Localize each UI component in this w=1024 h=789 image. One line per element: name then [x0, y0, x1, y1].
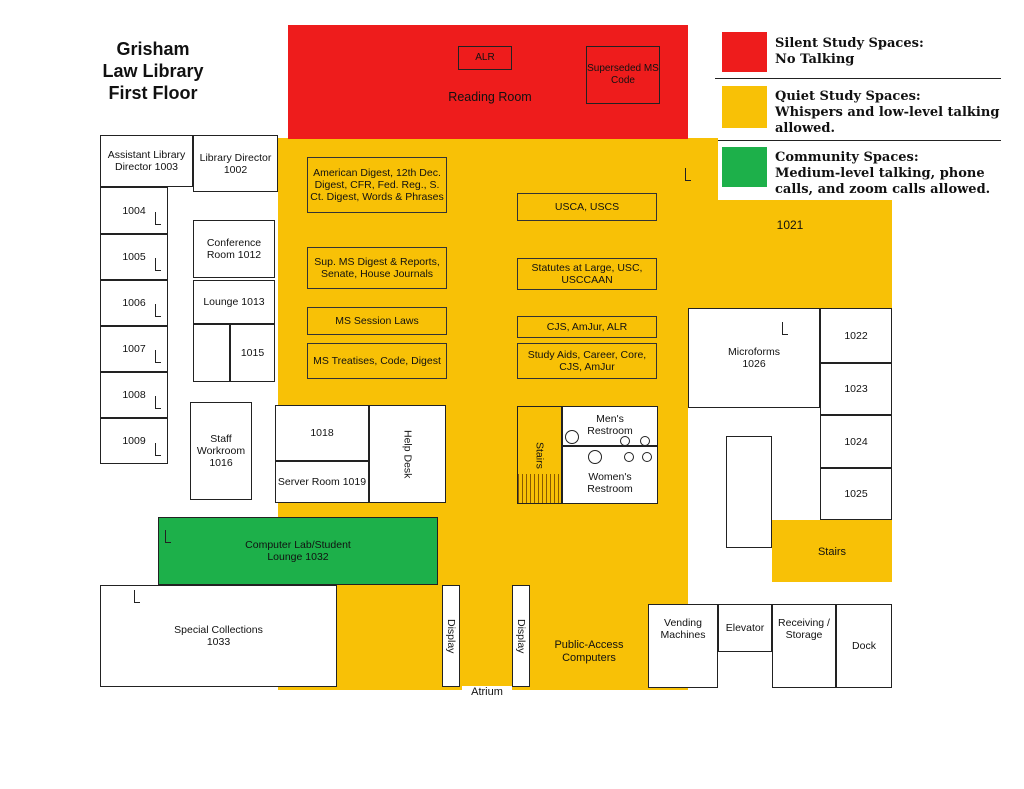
- legend-silent-text: No Talking: [775, 52, 855, 67]
- room-1006: 1006: [100, 280, 168, 326]
- silent-zone-reading-room: [288, 25, 688, 139]
- vending-label: Vending Machines: [660, 617, 706, 641]
- room-1024: 1024: [820, 415, 892, 468]
- room-1013: Lounge 1013: [193, 280, 275, 324]
- display-case-right: Display: [512, 585, 530, 687]
- legend-divider: [715, 78, 1001, 79]
- door-icon: [155, 443, 161, 456]
- room-1005: 1005: [100, 234, 168, 280]
- room-1003: Assistant Library Director 1003: [100, 135, 193, 187]
- shelf-study-aids: Study Aids, Career, Core, CJS, AmJur: [517, 343, 657, 379]
- shelf-ms-session-laws: MS Session Laws: [307, 307, 447, 335]
- room-1007: 1007: [100, 326, 168, 372]
- door-icon: [782, 322, 788, 335]
- legend-swatch-community: [722, 147, 767, 187]
- door-icon: [165, 530, 171, 543]
- microforms-1026: Microforms 1026: [688, 308, 820, 408]
- legend-quiet-heading: Quiet Study Spaces:: [775, 89, 921, 104]
- room-restroom-lounge: [193, 324, 230, 382]
- microforms-label: Microforms 1026: [728, 346, 780, 370]
- legend-swatch-quiet: [722, 86, 767, 128]
- display-left-label: Display: [445, 618, 457, 654]
- legend-community: Community Spaces: Medium-level talking, …: [775, 150, 1015, 198]
- help-desk-label: Help Desk: [401, 429, 414, 479]
- display-case-left: Display: [442, 585, 460, 687]
- room-1002: Library Director 1002: [193, 135, 278, 192]
- receiving-label: Receiving / Storage: [778, 617, 830, 641]
- door-icon: [155, 350, 161, 363]
- storage-closet: [726, 436, 772, 548]
- shelf-statutes: Statutes at Large, USC, USCCAAN: [517, 258, 657, 290]
- room-1008: 1008: [100, 372, 168, 418]
- room-1019: Server Room 1019: [275, 461, 369, 503]
- door-icon: [685, 168, 691, 181]
- room-1023: 1023: [820, 363, 892, 415]
- quiet-zone-link: [688, 138, 718, 202]
- elevator: Elevator: [718, 604, 772, 652]
- receiving-storage: Receiving / Storage: [772, 604, 836, 688]
- room-1018: 1018: [275, 405, 369, 461]
- room-1015: 1015: [230, 324, 275, 382]
- legend-swatch-silent: [722, 32, 767, 72]
- room-1009: 1009: [100, 418, 168, 464]
- public-access-computers: Public-Access Computers: [554, 639, 624, 664]
- computer-lab-label: Computer Lab/Student Lounge 1032: [245, 539, 351, 563]
- display-right-label: Display: [515, 618, 527, 654]
- legend-quiet: Quiet Study Spaces: Whispers and low-lev…: [775, 89, 1015, 137]
- dock: Dock: [836, 604, 892, 688]
- computer-lab-1032: Computer Lab/Student Lounge 1032: [158, 517, 438, 585]
- room-1022: 1022: [820, 308, 892, 363]
- legend-silent-heading: Silent Study Spaces:: [775, 36, 924, 51]
- door-icon: [155, 396, 161, 409]
- door-icon: [155, 258, 161, 271]
- door-icon: [134, 590, 140, 603]
- shelf-american-digest: American Digest, 12th Dec. Digest, CFR, …: [307, 157, 447, 213]
- shelf-cjs-amjur: CJS, AmJur, ALR: [517, 316, 657, 338]
- title-line-3: First Floor: [108, 83, 198, 103]
- vending-machines: Vending Machines: [648, 604, 718, 688]
- atrium-label: Atrium: [462, 686, 512, 698]
- sink-icon: [624, 452, 634, 462]
- title-line-1: Grisham: [116, 39, 190, 59]
- legend-quiet-text: Whispers and low-level talking allowed.: [775, 105, 1000, 136]
- womens-restroom-label: Women's Restroom: [587, 471, 633, 495]
- door-icon: [155, 212, 161, 225]
- room-1025: 1025: [820, 468, 892, 520]
- stairs-steps: [518, 474, 561, 503]
- room-1021: 1021: [776, 218, 804, 232]
- title-line-2: Law Library: [102, 61, 204, 81]
- alr-shelf: ALR: [458, 46, 512, 70]
- shelf-ms-treatises: MS Treatises, Code, Digest: [307, 343, 447, 379]
- quiet-zone-stairs: [772, 520, 892, 582]
- shelf-usca: USCA, USCS: [517, 193, 657, 221]
- sink-icon: [640, 436, 650, 446]
- legend-silent: Silent Study Spaces: No Talking: [775, 36, 1015, 68]
- shelf-sup-ms-digest: Sup. MS Digest & Reports, Senate, House …: [307, 247, 447, 289]
- sink-icon: [620, 436, 630, 446]
- quiet-zone-1021: [688, 200, 892, 308]
- sink-icon: [642, 452, 652, 462]
- stairs-right-label: Stairs: [817, 546, 847, 558]
- door-icon: [155, 304, 161, 317]
- room-1004: 1004: [100, 187, 168, 234]
- special-collections-label: Special Collections 1033: [174, 624, 263, 648]
- toilet-icon: [588, 450, 602, 464]
- reading-room-label: Reading Room: [448, 90, 532, 104]
- legend-community-heading: Community Spaces:: [775, 150, 919, 165]
- toilet-icon: [565, 430, 579, 444]
- legend-divider-2: [715, 140, 1001, 141]
- stairs-center-label: Stairs: [533, 441, 546, 469]
- mens-restroom-label: Men's Restroom: [587, 413, 633, 437]
- legend-community-text: Medium-level talking, phone calls, and z…: [775, 166, 991, 197]
- help-desk: Help Desk: [369, 405, 446, 503]
- map-title: Grisham Law Library First Floor: [88, 38, 218, 104]
- superseded-ms-code-shelf: Superseded MS Code: [586, 46, 660, 104]
- room-1016: Staff Workroom 1016: [190, 402, 252, 500]
- room-1012: Conference Room 1012: [193, 220, 275, 278]
